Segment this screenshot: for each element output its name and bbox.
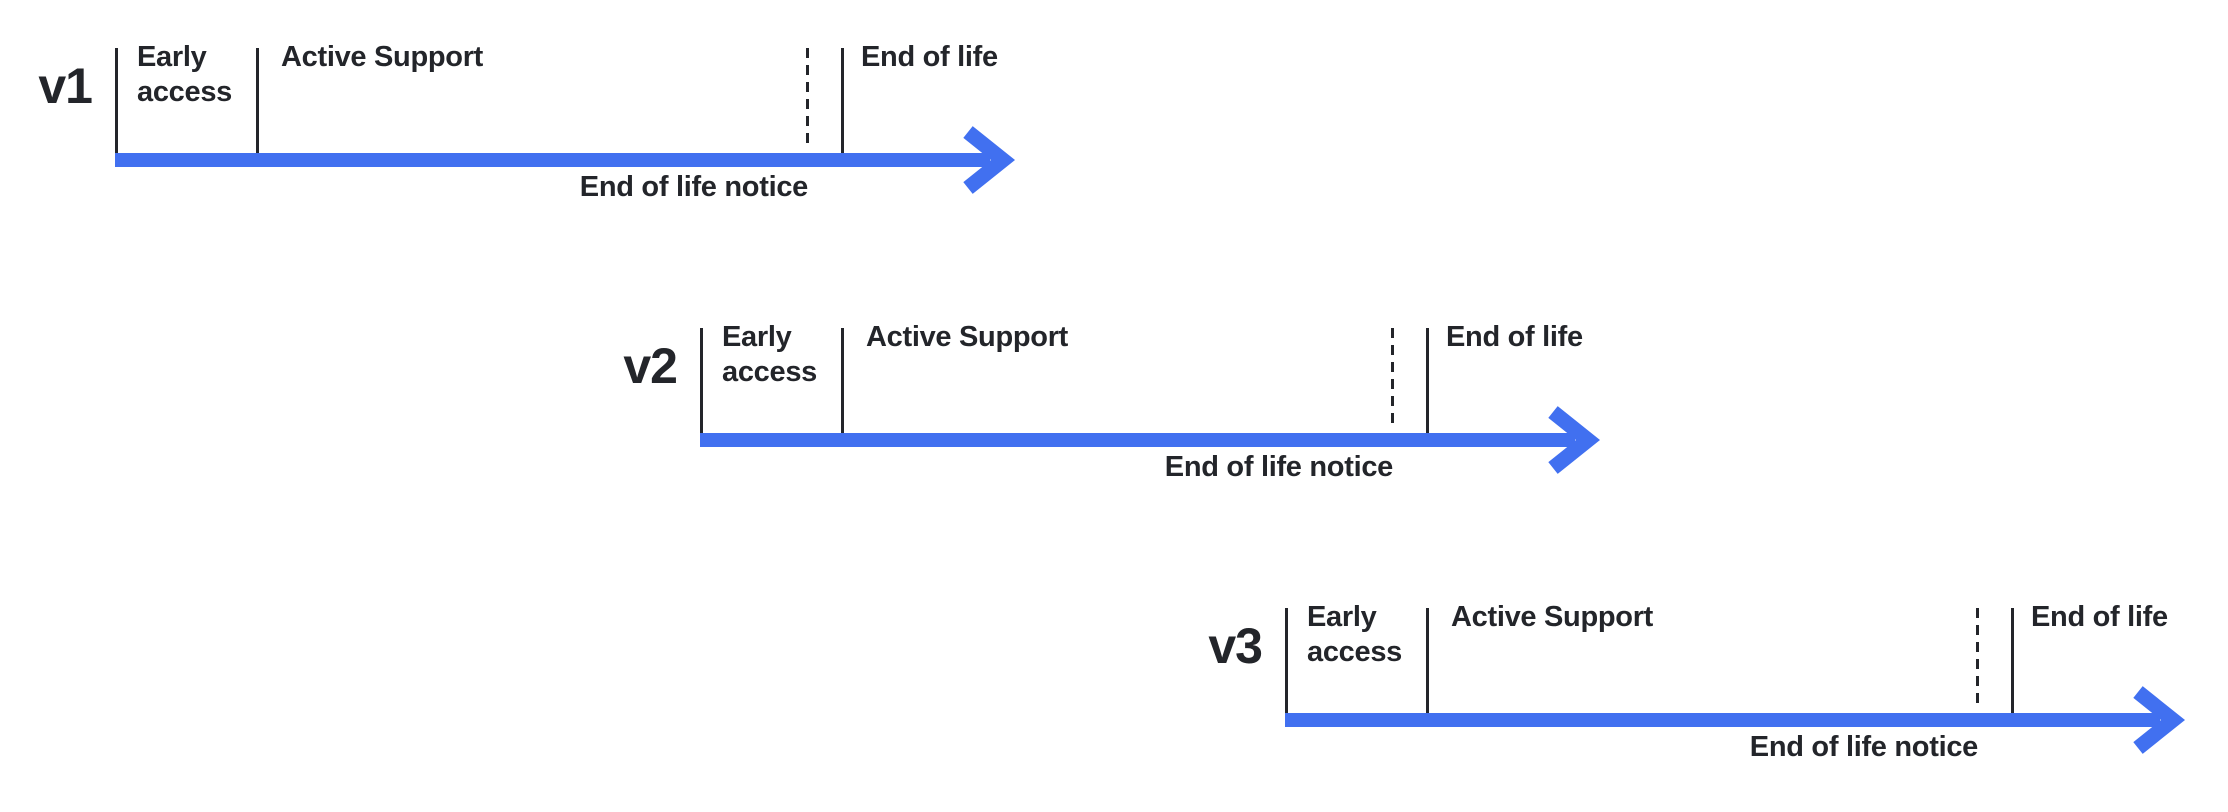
arrow-head-icon (1548, 406, 1601, 474)
active-support-start-tick (256, 48, 259, 153)
timeline-row-v2: v2 Early access Active Support End of li… (585, 321, 1645, 518)
eol-notice-dashed-line (1391, 328, 1394, 426)
eol-notice-label: End of life notice (1749, 731, 1979, 763)
timeline-row-v1: v1 Early access Active Support End of li… (0, 41, 1060, 238)
timeline-arrow-shaft (1285, 713, 2160, 727)
phase-label-active-support: Active Support (1451, 601, 1654, 633)
version-label: v3 (1208, 618, 1263, 674)
phase-label-active-support: Active Support (281, 41, 484, 73)
timeline-arrow-shaft (115, 153, 990, 167)
version-label: v2 (623, 338, 678, 394)
phase-label-active-support: Active Support (866, 321, 1069, 353)
eol-notice-label: End of life notice (1164, 451, 1394, 483)
phase-label-early-access: Early access (1307, 601, 1402, 668)
end-of-life-tick (1426, 328, 1429, 433)
eol-notice-dashed-line (806, 48, 809, 146)
eol-notice-label: End of life notice (579, 171, 809, 203)
timeline-arrow-shaft (700, 433, 1575, 447)
phase-label-end-of-life: End of life (2031, 601, 2168, 633)
version-label: v1 (38, 58, 93, 114)
timeline-row-v3: v3 Early access Active Support End of li… (1170, 601, 2228, 798)
phase-label-early-access: Early access (722, 321, 817, 388)
phase-label-end-of-life: End of life (861, 41, 998, 73)
end-of-life-tick (2011, 608, 2014, 713)
end-of-life-tick (841, 48, 844, 153)
arrow-head-icon (2133, 686, 2186, 754)
active-support-start-tick (1426, 608, 1429, 713)
early-access-start-tick (700, 328, 703, 433)
phase-label-early-access: Early access (137, 41, 232, 108)
eol-notice-dashed-line (1976, 608, 1979, 706)
early-access-start-tick (115, 48, 118, 153)
phase-label-end-of-life: End of life (1446, 321, 1583, 353)
arrow-head-icon (963, 126, 1016, 194)
early-access-start-tick (1285, 608, 1288, 713)
active-support-start-tick (841, 328, 844, 433)
